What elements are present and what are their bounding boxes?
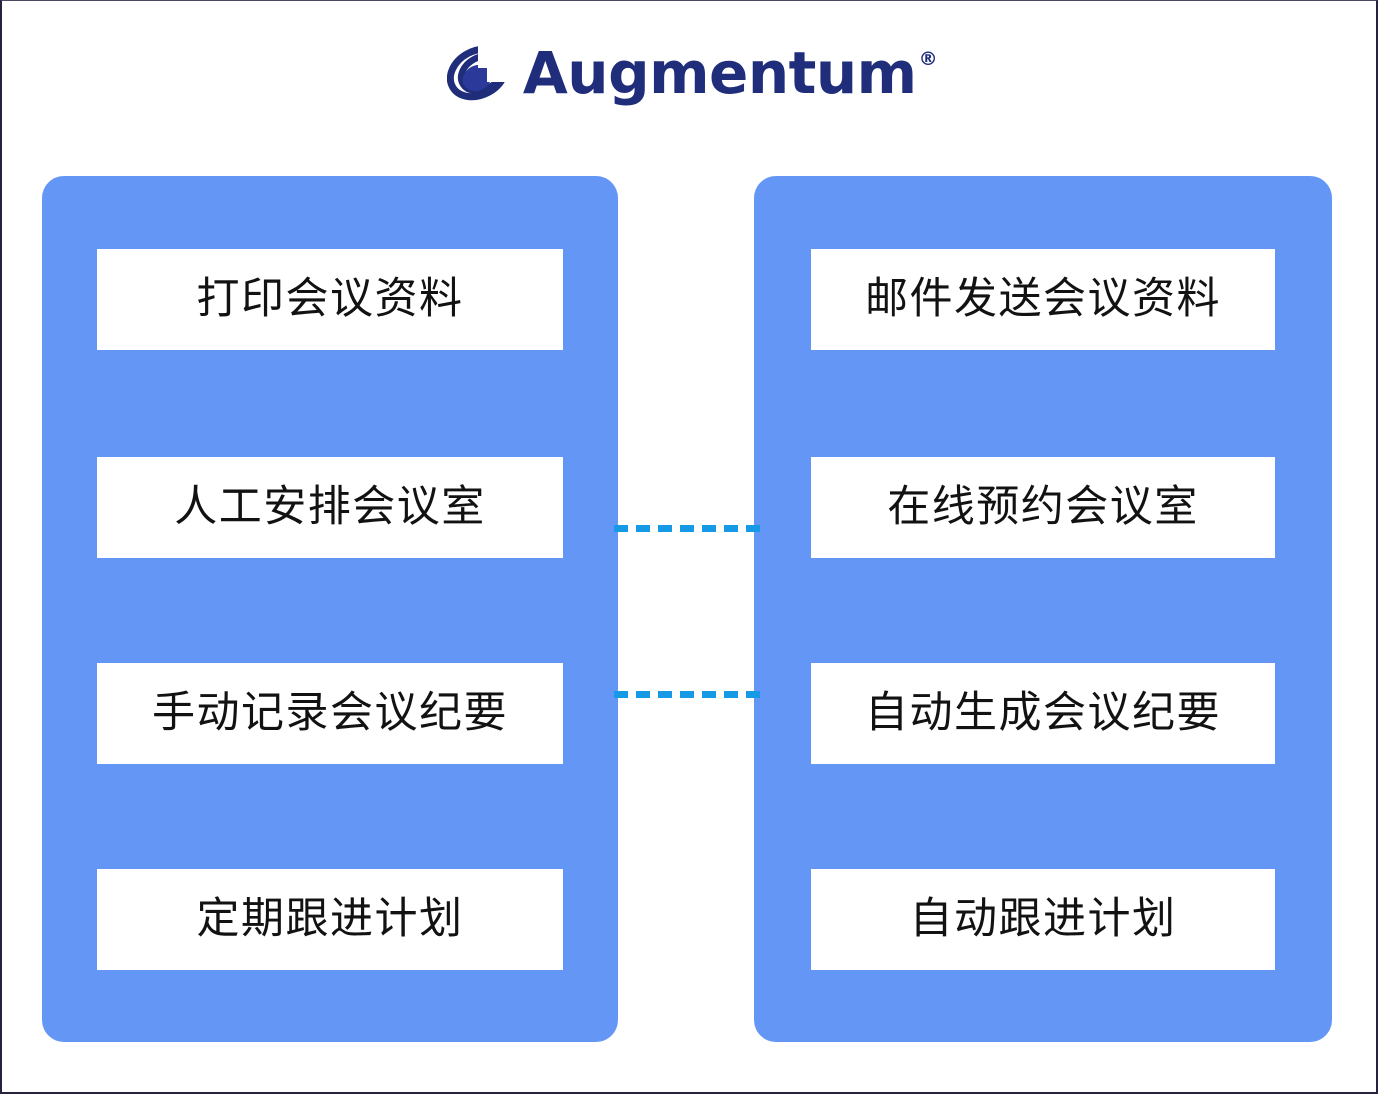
automated-item-2[interactable]: 在线预约会议室	[811, 457, 1275, 558]
automated-item-3[interactable]: 自动生成会议纪要	[811, 663, 1275, 764]
manual-process-panel: 打印会议资料 人工安排会议室 手动记录会议纪要 定期跟进计划	[42, 176, 618, 1042]
brand-name: Augmentum	[522, 39, 917, 107]
automated-item-3-label: 自动生成会议纪要	[865, 688, 1221, 738]
automated-item-1-label: 邮件发送会议资料	[865, 274, 1221, 324]
connector-row-3-dashed-line	[614, 691, 760, 698]
registered-trademark-icon: ®	[918, 48, 938, 70]
brand-logo: Augmentum®	[2, 31, 1376, 115]
automated-item-1[interactable]: 邮件发送会议资料	[811, 249, 1275, 350]
manual-item-1[interactable]: 打印会议资料	[97, 249, 563, 350]
manual-item-4[interactable]: 定期跟进计划	[97, 869, 563, 970]
manual-item-4-label: 定期跟进计划	[196, 894, 464, 944]
manual-item-3[interactable]: 手动记录会议纪要	[97, 663, 563, 764]
automated-process-panel: 邮件发送会议资料 在线预约会议室 自动生成会议纪要 自动跟进计划	[754, 176, 1332, 1042]
automated-item-2-label: 在线预约会议室	[887, 482, 1199, 532]
manual-item-1-label: 打印会议资料	[196, 274, 464, 324]
automated-item-4[interactable]: 自动跟进计划	[811, 869, 1275, 970]
augmentum-spiral-logo-icon	[446, 42, 509, 101]
brand-wordmark: Augmentum®	[523, 44, 938, 102]
connector-row-2-dashed-line	[614, 525, 760, 532]
automated-item-4-label: 自动跟进计划	[909, 894, 1177, 944]
manual-item-3-label: 手动记录会议纪要	[152, 688, 508, 738]
manual-item-2-label: 人工安排会议室	[174, 482, 486, 532]
manual-item-2[interactable]: 人工安排会议室	[97, 457, 563, 558]
